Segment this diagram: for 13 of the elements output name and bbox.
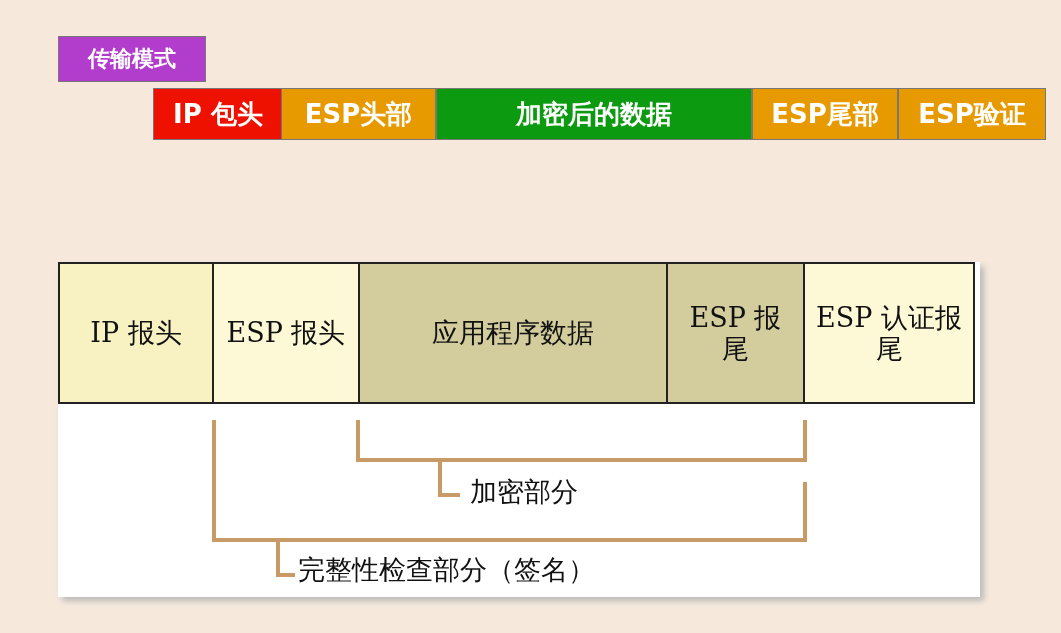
field-box: IP 包头 xyxy=(153,88,283,140)
field-box: ESP 报头 xyxy=(212,262,360,404)
field-box: ESP 认证报尾 xyxy=(803,262,975,404)
field-box: ESP尾部 xyxy=(752,88,898,140)
field-box: 应用程序数据 xyxy=(358,262,668,404)
bracket-label: 加密部分 xyxy=(470,475,578,509)
field-box: ESP验证 xyxy=(898,88,1046,140)
field-box: 加密后的数据 xyxy=(436,88,752,140)
field-box: IP 报头 xyxy=(58,262,214,404)
bracket-label: 完整性检查部分（签名） xyxy=(298,553,595,587)
field-box: ESP 报尾 xyxy=(666,262,805,404)
mode-tag: 传输模式 xyxy=(58,36,206,82)
field-box: ESP头部 xyxy=(281,88,436,140)
